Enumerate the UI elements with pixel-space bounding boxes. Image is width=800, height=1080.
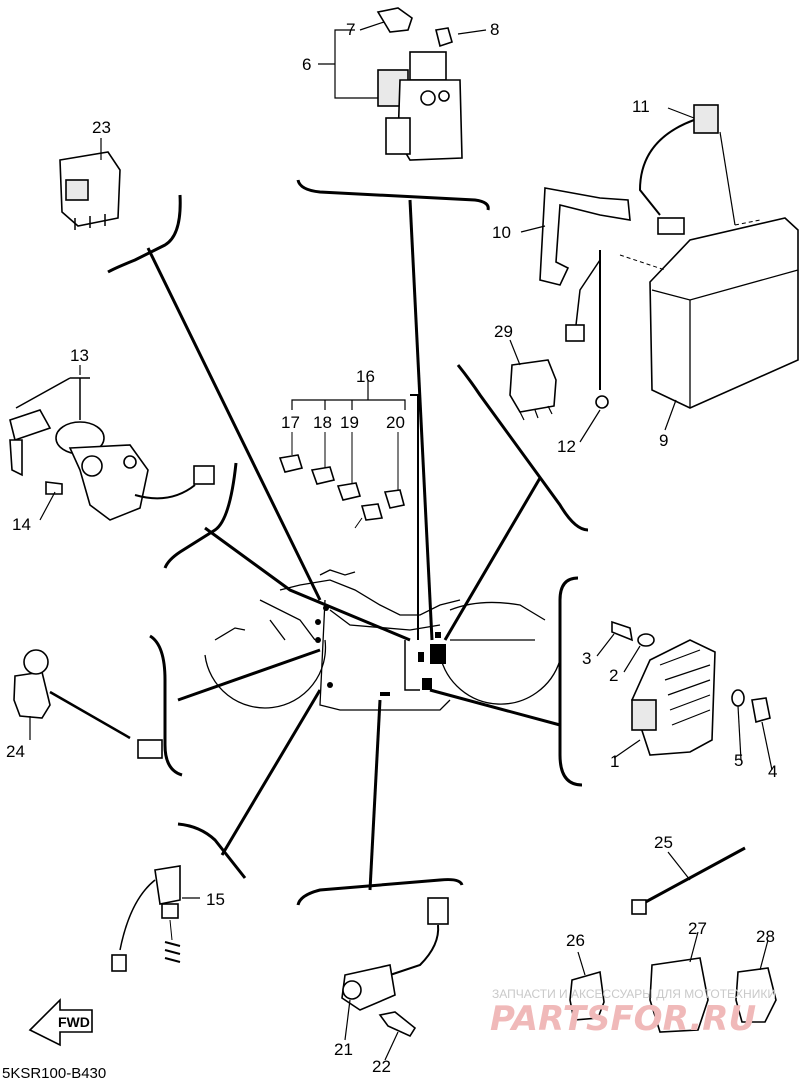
fwd-label: FWD <box>58 1014 90 1030</box>
callout-25: 25 <box>654 833 673 852</box>
battery-group <box>539 104 799 409</box>
diagram-code: 5KSR100-B430 <box>2 1065 106 1080</box>
callout-29: 29 <box>494 322 513 341</box>
callout-6: 6 <box>302 55 311 74</box>
callout-8: 8 <box>490 20 499 39</box>
callout-11: 11 <box>632 97 650 116</box>
callout-4: 4 <box>768 762 777 781</box>
callout-16: 16 <box>356 367 375 386</box>
switch-part-15 <box>111 865 181 972</box>
callout-labels: 6 7 8 23 11 10 29 13 16 17 18 19 20 12 9… <box>6 20 777 1076</box>
starter-relay-part <box>376 7 463 161</box>
callout-23: 23 <box>92 118 111 137</box>
callout-12: 12 <box>557 437 576 456</box>
callout-2: 2 <box>609 666 618 685</box>
clamp-parts <box>569 957 777 1033</box>
sensor-part-21 <box>341 897 449 1038</box>
main-switch-part <box>9 377 215 521</box>
callout-5: 5 <box>734 751 743 770</box>
callout-19: 19 <box>340 413 359 432</box>
callout-15: 15 <box>206 890 225 909</box>
callout-26: 26 <box>566 931 585 950</box>
callout-13: 13 <box>70 346 89 365</box>
watermark: ЗАПЧАСТИ И АКСЕССУАРЫ ДЛЯ МОТОТЕХНИКИ PA… <box>490 987 776 1039</box>
callout-1: 1 <box>610 752 619 771</box>
callout-3: 3 <box>582 649 591 668</box>
callout-9: 9 <box>659 431 668 450</box>
sensor-part-24 <box>13 649 163 759</box>
callout-18: 18 <box>313 413 332 432</box>
watermark-brand: PARTSFOR.RU <box>490 999 756 1039</box>
fuse-group <box>278 385 406 529</box>
forward-arrow-icon: FWD <box>28 998 93 1047</box>
wiring-hub <box>315 394 446 696</box>
callout-21: 21 <box>334 1040 353 1059</box>
callout-28: 28 <box>756 927 775 946</box>
callout-27: 27 <box>688 919 707 938</box>
cable-tie-part <box>631 846 746 915</box>
callout-10: 10 <box>492 223 511 242</box>
callout-7: 7 <box>346 20 355 39</box>
callout-lines <box>29 21 773 1061</box>
regulator-group <box>611 620 771 756</box>
callout-22: 22 <box>372 1057 391 1076</box>
relay-part-29 <box>509 359 557 421</box>
callout-24: 24 <box>6 742 25 761</box>
callout-14: 14 <box>12 515 31 534</box>
leader-lines <box>146 199 561 891</box>
watermark-top-text: ЗАПЧАСТИ И АКСЕССУАРЫ ДЛЯ МОТОТЕХНИКИ <box>492 987 776 1001</box>
callout-17: 17 <box>281 413 300 432</box>
relay-part-23 <box>59 151 121 230</box>
motorcycle-outline <box>204 569 561 711</box>
callout-20: 20 <box>386 413 405 432</box>
group-brackets <box>107 179 589 906</box>
